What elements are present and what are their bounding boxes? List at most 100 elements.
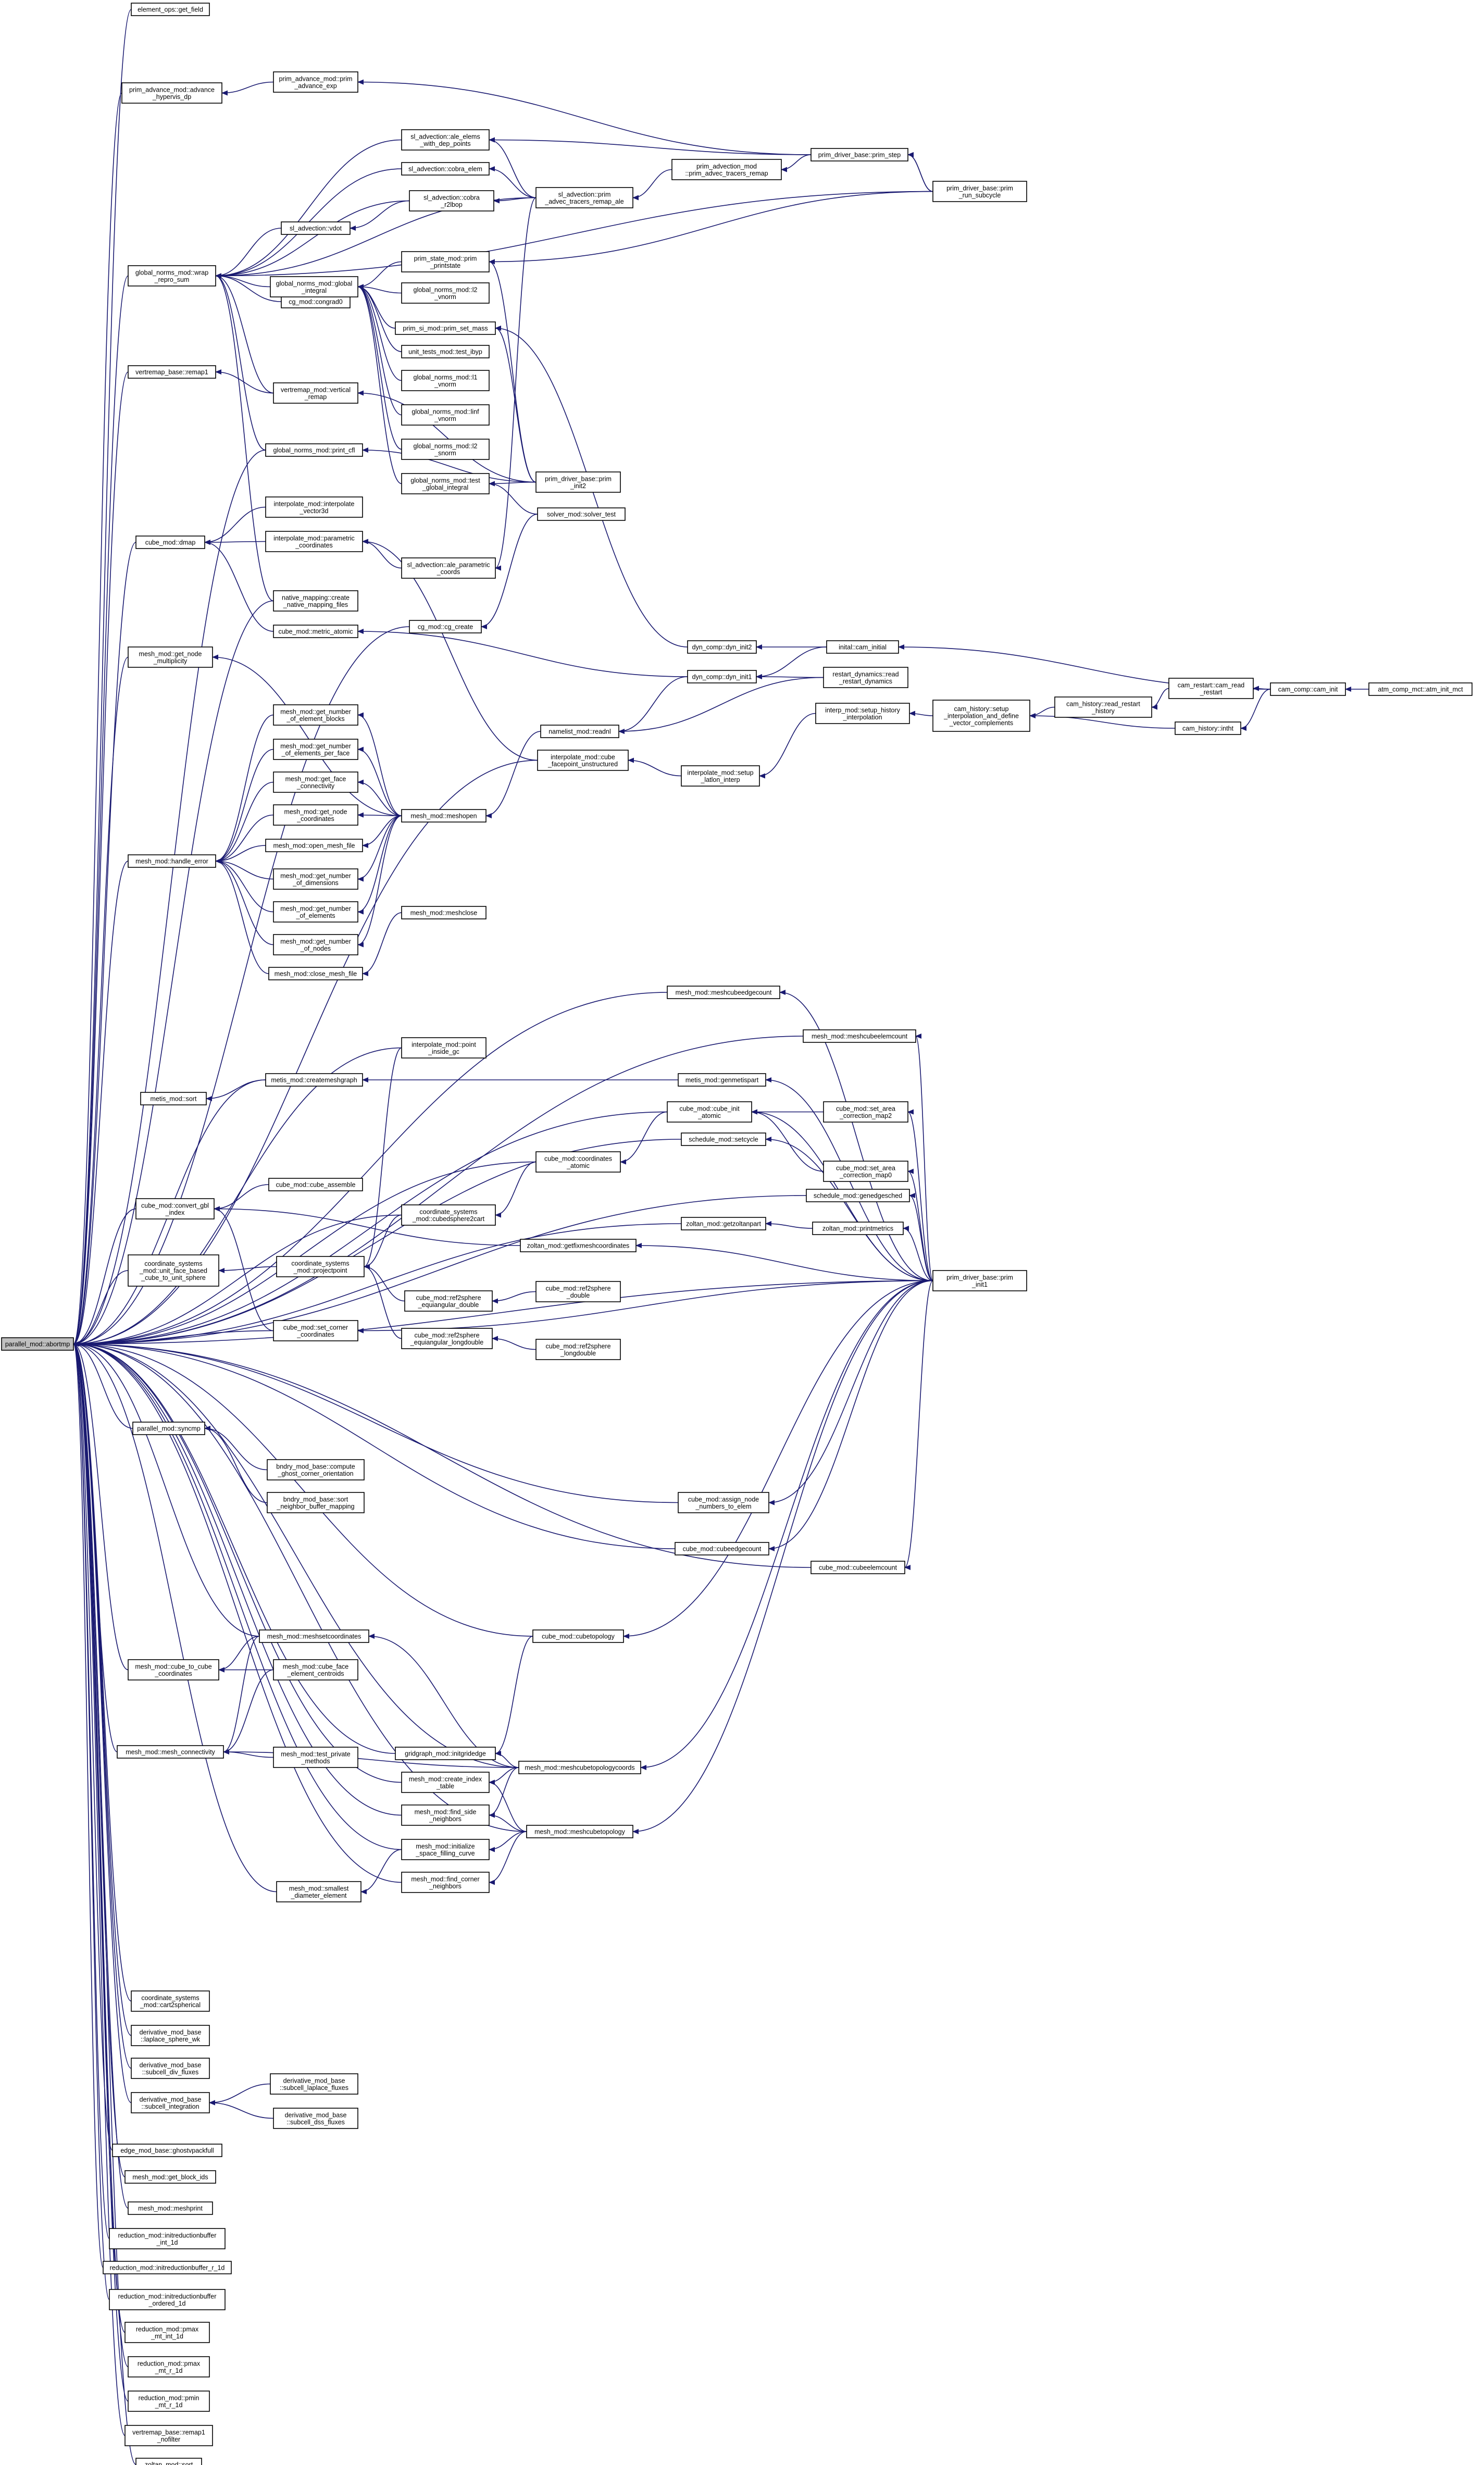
node-n104[interactable]: mesh_mod::meshcubetopology [526, 1825, 633, 1838]
node-n121[interactable]: reduction_mod::pmax_mt_r_1d [128, 2356, 210, 2377]
node-n1[interactable]: element_ops::get_field [131, 3, 210, 16]
node-n80[interactable]: coordinate_systems_mod::unit_face_based_… [128, 1254, 219, 1287]
node-n119[interactable]: reduction_mod::initreductionbuffer_order… [109, 2289, 226, 2310]
node-n58[interactable]: mesh_mod::get_number_of_elements [273, 901, 358, 923]
node-n13[interactable]: cg_mod::congrad0 [281, 295, 351, 308]
node-n19[interactable]: global_norms_mod::l1_vnorm [401, 370, 490, 391]
node-n66[interactable]: metis_mod::createmeshgraph [265, 1073, 363, 1087]
node-n23[interactable]: global_norms_mod::l2_snorm [401, 439, 490, 460]
node-n97[interactable]: mesh_mod::cube_face_element_centroids [273, 1659, 358, 1680]
node-n60[interactable]: mesh_mod::get_number_of_nodes [273, 934, 358, 955]
node-n42[interactable]: cam_restart::cam_read_restart [1168, 678, 1254, 699]
node-n32[interactable]: cg_mod::cg_create [409, 620, 482, 633]
node-n21[interactable]: vertremap_mod::vertical_remap [273, 382, 358, 404]
node-n100[interactable]: gridgraph_mod::initgridedge [395, 1747, 496, 1760]
node-n48[interactable]: interpolate_mod::cube_facepoint_unstruct… [537, 750, 629, 771]
node-n47[interactable]: namelist_mod::readnl [540, 725, 619, 738]
node-n30[interactable]: interpolate_mod::parametric_coordinates [265, 531, 363, 552]
node-n28[interactable]: interpolate_mod::interpolate_vector3d [265, 496, 363, 518]
node-n109[interactable]: derivative_mod_base::laplace_sphere_wk [131, 2025, 210, 2046]
node-n105[interactable]: mesh_mod::initialize_space_filling_curve [401, 1839, 490, 1860]
node-n12[interactable]: prim_state_mod::prim_printstate [401, 251, 490, 272]
node-n2[interactable]: prim_advance_mod::advance_hypervis_dp [121, 82, 222, 104]
node-n36[interactable]: dyn_comp::dyn_init2 [687, 640, 757, 654]
node-n49[interactable]: interpolate_mod::setup_latlon_interp [681, 765, 760, 787]
node-n118[interactable]: reduction_mod::initreductionbuffer_r_1d [103, 2261, 232, 2274]
node-n74[interactable]: cube_mod::convert_gbl_index [135, 1198, 215, 1219]
node-n25[interactable]: global_norms_mod::test_global_integral [401, 473, 490, 494]
node-n40[interactable]: cam_comp::cam_init [1270, 682, 1346, 696]
node-n61[interactable]: mesh_mod::close_mesh_file [268, 967, 363, 980]
node-n85[interactable]: cube_mod::set_corner_coordinates [273, 1320, 358, 1341]
node-n11[interactable]: prim_advection_mod::prim_advec_tracers_r… [671, 159, 782, 180]
node-n87[interactable]: cube_mod::ref2sphere_longdouble [535, 1339, 621, 1360]
node-n59[interactable]: mesh_mod::meshclose [401, 906, 487, 919]
node-n7[interactable]: sl_advection::cobra_elem [401, 162, 490, 176]
node-n122[interactable]: reduction_mod::pmin_mt_r_1d [128, 2391, 210, 2412]
node-n39[interactable]: restart_dynamics::read_restart_dynamics [823, 667, 908, 688]
node-n43[interactable]: cam_history::read_restart_history [1054, 696, 1152, 718]
node-n0[interactable]: parallel_mod::abortmp [1, 1337, 74, 1351]
node-n38[interactable]: inital::cam_initial [826, 640, 899, 654]
node-n29[interactable]: cube_mod::dmap [135, 536, 205, 549]
node-n54[interactable]: mesh_mod::meshopen [401, 809, 487, 823]
node-n106[interactable]: mesh_mod::smallest_diameter_element [276, 1881, 361, 1902]
node-n62[interactable]: mesh_mod::meshcubeedgecount [667, 986, 780, 999]
node-n27[interactable]: solver_mod::solver_test [537, 507, 626, 521]
node-n91[interactable]: cube_mod::assign_node_numbers_to_elem [678, 1492, 769, 1513]
node-n18[interactable]: unit_tests_mod::test_ibyp [401, 345, 490, 358]
node-n112[interactable]: derivative_mod_base::subcell_laplace_flu… [270, 2073, 358, 2095]
node-n88[interactable]: parallel_mod::syncmp [132, 1422, 205, 1435]
node-n17[interactable]: prim_si_mod::prim_set_mass [395, 321, 496, 335]
node-n107[interactable]: mesh_mod::find_corner_neighbors [401, 1872, 490, 1893]
node-n94[interactable]: mesh_mod::meshsetcoordinates [259, 1629, 369, 1643]
node-n26[interactable]: prim_driver_base::prim_init2 [535, 471, 621, 493]
node-n92[interactable]: cube_mod::cubeedgecount [675, 1542, 769, 1555]
node-n52[interactable]: mesh_mod::get_face_connectivity [273, 771, 358, 793]
node-n5[interactable]: prim_driver_base::prim_run_subcycle [932, 181, 1027, 202]
node-n55[interactable]: mesh_mod::open_mesh_file [265, 839, 363, 852]
node-n84[interactable]: cube_mod::ref2sphere_double [535, 1281, 621, 1302]
node-n99[interactable]: mesh_mod::test_private_methods [273, 1747, 358, 1768]
node-n117[interactable]: reduction_mod::initreductionbuffer_int_1… [109, 2228, 226, 2249]
node-n115[interactable]: mesh_mod::get_block_ids [124, 2170, 216, 2184]
node-n44[interactable]: cam_history::intht [1175, 721, 1241, 735]
node-n4[interactable]: prim_driver_base::prim_step [810, 148, 908, 161]
node-n79[interactable]: zoltan_mod::getfixmeshcoordinates [520, 1239, 637, 1252]
node-n14[interactable]: global_norms_mod::l2_vnorm [401, 282, 490, 304]
node-n81[interactable]: coordinate_systems_mod::projectpoint [276, 1256, 365, 1277]
node-n9[interactable]: sl_advection::vdot [281, 221, 351, 235]
node-n124[interactable]: zoltan_mod::sort [135, 2458, 202, 2465]
node-n3[interactable]: prim_advance_mod::prim_advance_exp [273, 71, 358, 93]
node-n70[interactable]: schedule_mod::setcycle [681, 1132, 766, 1146]
node-n50[interactable]: mesh_mod::get_number_of_element_blocks [273, 704, 358, 726]
node-n101[interactable]: mesh_mod::meshcubetopologycoords [518, 1761, 641, 1774]
node-n77[interactable]: zoltan_mod::printmetrics [812, 1222, 904, 1235]
node-n16[interactable]: global_norms_mod::global_integral [270, 276, 358, 297]
node-n114[interactable]: edge_mod_base::ghostvpackfull [112, 2144, 222, 2157]
node-n73[interactable]: schedule_mod::genedgesched [806, 1189, 910, 1202]
node-n57[interactable]: mesh_mod::get_number_of_dimensions [273, 868, 358, 890]
node-n78[interactable]: coordinate_systems_mod::cubedsphere2cart [401, 1204, 496, 1226]
node-n102[interactable]: mesh_mod::create_index_table [401, 1772, 490, 1793]
node-n89[interactable]: bndry_mod_base::compute_ghost_corner_ori… [267, 1459, 365, 1480]
node-n45[interactable]: cam_history::setup_interpolation_and_def… [932, 700, 1030, 732]
node-n108[interactable]: coordinate_systems_mod::cart2spherical [131, 1990, 210, 2012]
node-n103[interactable]: mesh_mod::find_side_neighbors [401, 1804, 490, 1826]
node-n8[interactable]: sl_advection::cobra_r2lbop [409, 190, 494, 211]
node-n37[interactable]: dyn_comp::dyn_init1 [687, 670, 757, 683]
node-n95[interactable]: cube_mod::cubetopology [532, 1629, 624, 1643]
node-n41[interactable]: atm_comp_mct::atm_init_mct [1368, 682, 1473, 696]
node-n113[interactable]: derivative_mod_base::subcell_dss_fluxes [273, 2108, 358, 2129]
node-n71[interactable]: cube_mod::coordinates_atomic [535, 1151, 621, 1173]
node-n65[interactable]: metis_mod::sort [140, 1092, 207, 1105]
node-n75[interactable]: cube_mod::cube_assemble [268, 1178, 363, 1191]
node-n31[interactable]: sl_advection::ale_parametric_coords [401, 557, 496, 579]
node-n67[interactable]: metis_mod::genmetispart [678, 1073, 766, 1087]
node-n68[interactable]: cube_mod::cube_init_atomic [667, 1101, 752, 1123]
node-n34[interactable]: cube_mod::metric_atomic [273, 625, 358, 638]
node-n53[interactable]: mesh_mod::get_node_coordinates [273, 804, 358, 826]
node-n56[interactable]: mesh_mod::handle_error [128, 854, 216, 868]
node-n46[interactable]: interp_mod::setup_history_interpolation [815, 703, 910, 724]
node-n116[interactable]: mesh_mod::meshprint [128, 2201, 213, 2215]
